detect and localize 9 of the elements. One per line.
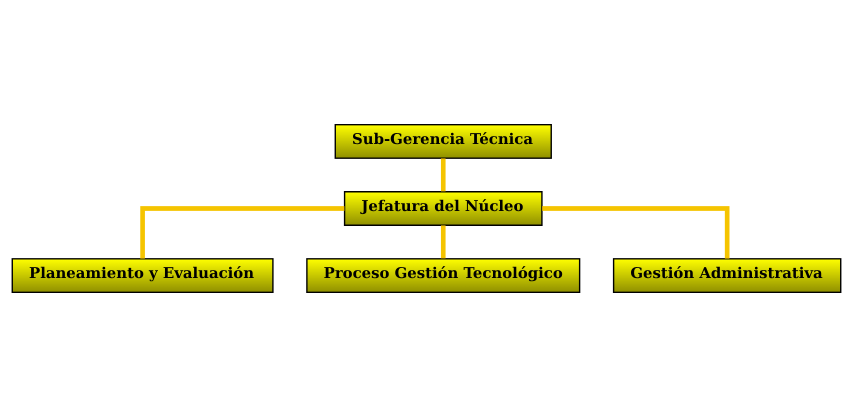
connector	[140, 206, 344, 259]
connector	[440, 158, 446, 192]
node-box: Sub-Gerencia Técnica	[334, 124, 552, 159]
node-box: Proceso Gestión Tecnológico	[306, 258, 580, 293]
connector	[542, 206, 730, 259]
connector	[440, 225, 446, 258]
node-box: Planeamiento y Evaluación	[12, 258, 274, 293]
node-box: Jefatura del Núcleo	[344, 191, 543, 226]
node-box: Gestión Administrativa	[612, 258, 842, 293]
